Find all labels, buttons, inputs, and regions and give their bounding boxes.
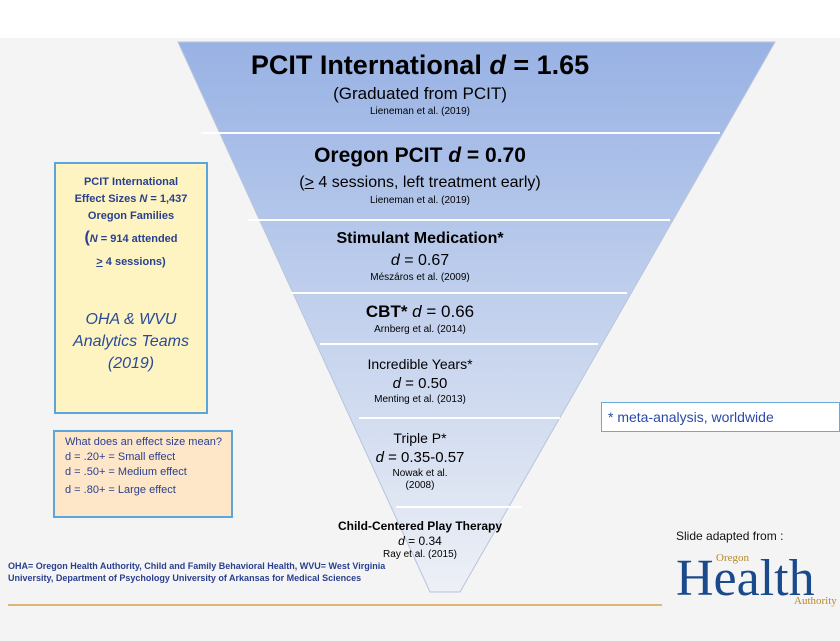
- tier-triple-p: Triple P* d = 0.35-0.57 Nowak et al. (20…: [0, 428, 840, 492]
- tier-subtitle-open: (: [299, 174, 305, 191]
- tier-stimulant-medication: Stimulant Medication* d = 0.67 Mészáros …: [0, 228, 840, 284]
- logo-top-text: Oregon: [716, 552, 749, 564]
- d-symbol: d: [375, 449, 384, 466]
- tier-pcit-international: PCIT International d = 1.65 (Graduated f…: [0, 48, 840, 118]
- sample-title: PCIT International: [83, 176, 179, 188]
- d-symbol: d: [412, 302, 422, 321]
- effect-size: = 0.35-0.57: [383, 449, 465, 466]
- tier-title: Stimulant Medication*: [336, 230, 504, 247]
- teams-year: (2019): [107, 355, 155, 372]
- effect-size-legend: What does an effect size mean? d = .20+ …: [53, 430, 233, 518]
- teams-line: Analytics Teams: [73, 333, 189, 350]
- effect-size: = 0.67: [399, 252, 450, 269]
- teams-line: OHA & WVU: [85, 311, 177, 328]
- sample-total: = 1,437: [147, 193, 188, 205]
- n-symbol: N: [139, 193, 148, 205]
- effect-size: = 0.34: [404, 534, 442, 548]
- tier-title: Incredible Years*: [367, 356, 473, 372]
- d-symbol: d: [448, 144, 462, 167]
- tier-cbt: CBT* d = 0.66 Arnberg et al. (2014): [0, 300, 840, 336]
- funnel-shape: [177, 41, 776, 593]
- d-symbol: d: [489, 50, 506, 80]
- logo-main-text: Health: [676, 550, 815, 607]
- effect-size: = 0.50: [401, 375, 448, 392]
- ge-symbol: >: [96, 256, 103, 268]
- legend-large: d = .80+ = Large effect: [65, 484, 176, 496]
- effect-size: = 1.65: [505, 50, 590, 80]
- ge-symbol: >: [304, 174, 314, 191]
- d-symbol: d: [398, 534, 405, 548]
- logo-bottom-text: Authority: [794, 595, 837, 607]
- tier-title: Child-Centered Play Therapy: [337, 519, 503, 533]
- tier-incredible-years: Incredible Years* d = 0.50 Menting et al…: [0, 354, 840, 406]
- tier-title: CBT*: [365, 302, 413, 321]
- tier-title: PCIT International: [250, 50, 490, 80]
- adapted-from-label: Slide adapted from :: [676, 529, 784, 543]
- footer-rule: [8, 604, 662, 606]
- effect-size: = 0.66: [421, 302, 475, 321]
- tier-subtitle: 4 sessions, left treatment early): [313, 174, 541, 191]
- oregon-health-authority-logo: Health Oregon Authority: [676, 548, 840, 610]
- sample-sessions: 4 sessions): [102, 256, 166, 268]
- tier-subtitle: (Graduated from PCIT): [333, 84, 507, 103]
- tier-citation: Lieneman et al. (2019): [369, 106, 471, 117]
- tier-oregon-pcit: Oregon PCIT d = 0.70 (> 4 sessions, left…: [0, 141, 840, 207]
- n-symbol: N: [89, 233, 98, 245]
- legend-small: d = .20+ = Small effect: [65, 451, 176, 463]
- tier-title: Triple P*: [393, 430, 447, 446]
- tier-citation: Lieneman et al. (2019): [369, 195, 471, 206]
- tier-play-therapy: Child-Centered Play Therapy d = 0.34 Ray…: [0, 518, 840, 561]
- tier-citation: Mészáros et al. (2009): [370, 272, 470, 283]
- tier-citation: Menting et al. (2013): [374, 394, 466, 405]
- legend-question: What does an effect size mean?: [65, 436, 222, 448]
- tier-citation: Nowak et al.: [392, 468, 448, 479]
- tier-title: Oregon PCIT: [314, 144, 449, 167]
- top-band: [0, 0, 840, 38]
- sample-population: Oregon Families: [87, 210, 175, 222]
- abbreviations-footnote: OHA= Oregon Health Authority, Child and …: [8, 561, 386, 583]
- d-symbol: d: [390, 252, 400, 269]
- tier-citation-year: (2008): [405, 480, 435, 491]
- sample-info-box: PCIT International Effect Sizes N = 1,43…: [54, 162, 208, 414]
- sample-attended: = 914 attended: [97, 233, 178, 245]
- paren-open: (: [84, 229, 90, 246]
- d-symbol: d: [392, 375, 402, 392]
- effect-size: = 0.70: [461, 144, 526, 167]
- legend-medium: d = .50+ = Medium effect: [65, 466, 187, 478]
- tier-citation: Arnberg et al. (2014): [374, 324, 466, 335]
- tier-citation: Ray et al. (2015): [383, 549, 457, 560]
- meta-analysis-note: * meta-analysis, worldwide: [601, 402, 840, 432]
- sample-effect-label: Effect Sizes: [74, 193, 140, 205]
